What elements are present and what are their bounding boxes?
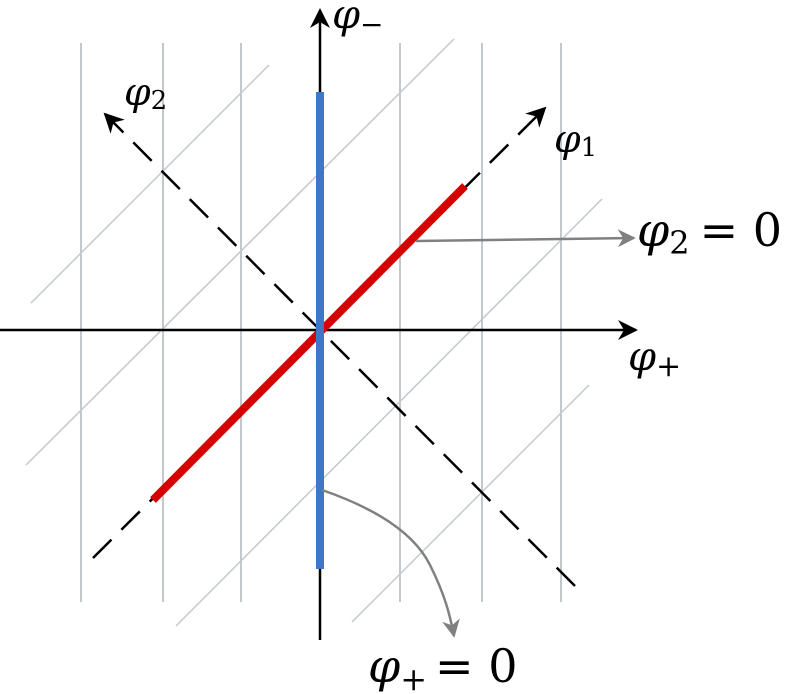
phi-plus-label: φ+ <box>628 334 681 384</box>
diagonal-grid-lines <box>25 38 603 627</box>
phi-minus-label: φ− <box>332 0 383 41</box>
phiplus-zero-label: φ+= 0 <box>368 639 517 694</box>
phi1-label: φ1 <box>554 117 597 163</box>
phi2-zero-label: φ2= 0 <box>637 203 782 262</box>
grid-line <box>25 38 455 466</box>
phi2-label: φ2 <box>124 70 167 116</box>
grid-line <box>30 64 270 304</box>
grid-line <box>175 198 603 627</box>
phiplus-zero-pointer-arrow <box>321 488 460 638</box>
phi2-zero-line <box>150 183 468 503</box>
vertical-grid-lines <box>80 43 562 602</box>
phi2-zero-pointer-arrow <box>415 229 636 248</box>
grid-line <box>351 384 590 623</box>
phi1-axis <box>92 106 547 559</box>
phi2-axis <box>103 112 576 587</box>
